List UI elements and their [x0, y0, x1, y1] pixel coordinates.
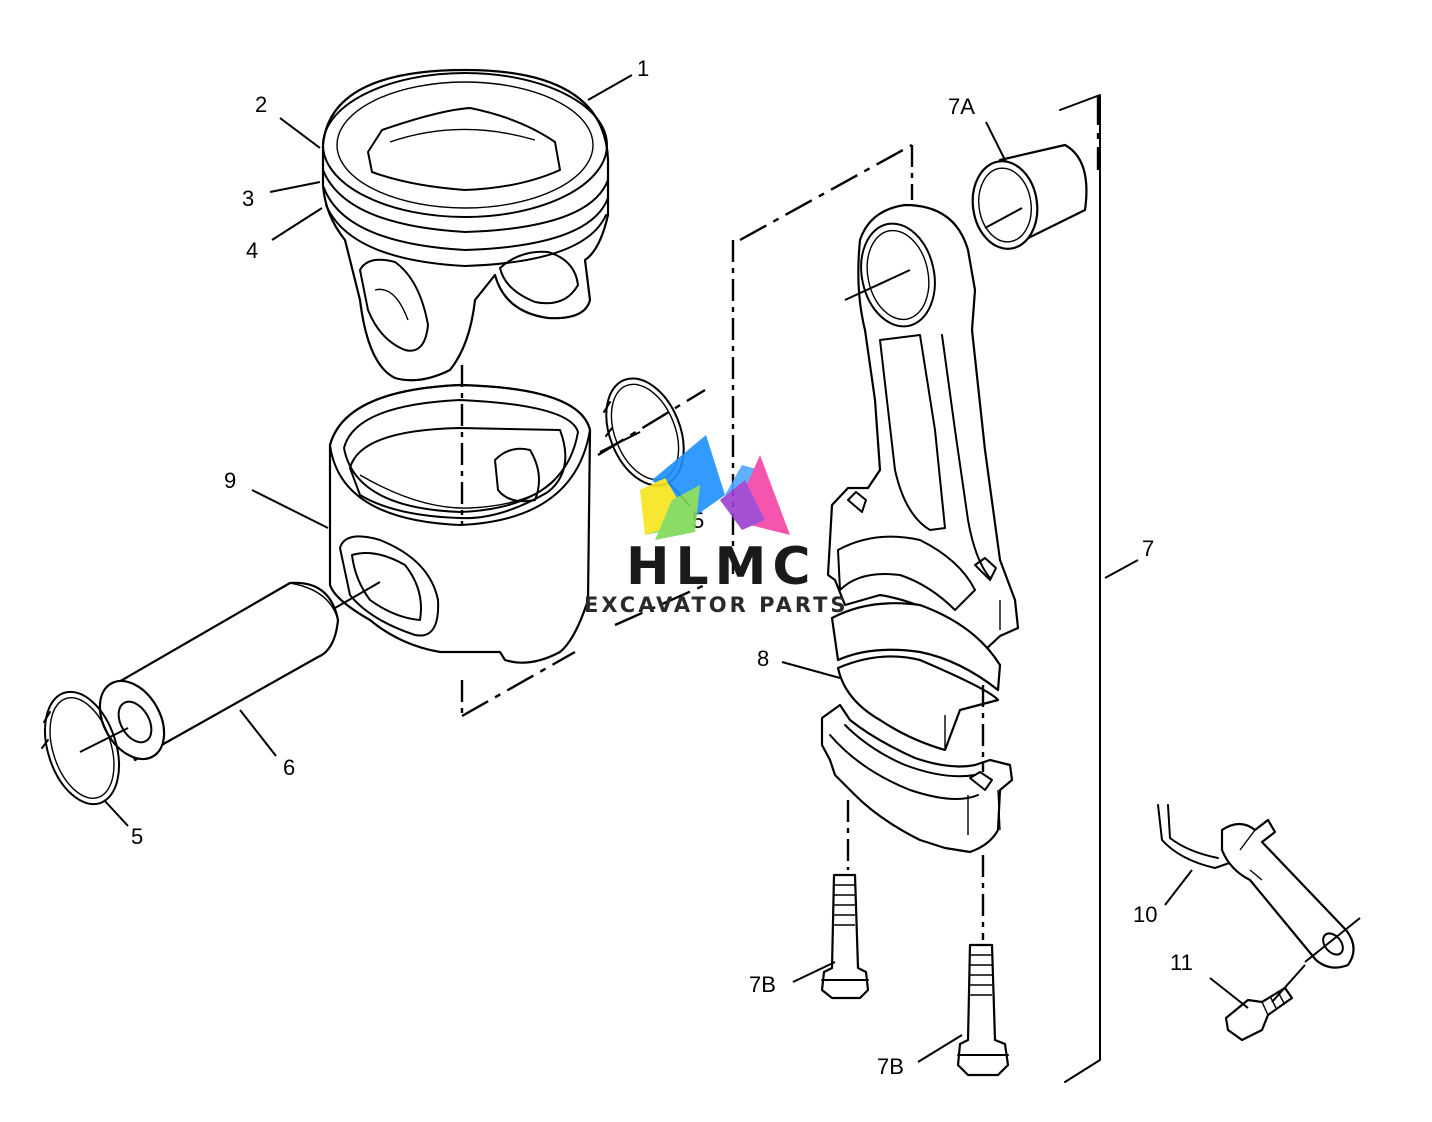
callout-5-left: 5: [131, 824, 143, 849]
logo-mountain-icon: [640, 435, 790, 540]
cooling-nozzle: [1157, 804, 1355, 969]
callout-11: 11: [1170, 950, 1193, 975]
retainer-left: [41, 690, 120, 806]
callout-8: 8: [757, 646, 769, 671]
callout-7b-left: 7B: [749, 972, 776, 997]
callout-7b-right: 7B: [877, 1054, 904, 1079]
callouts: 1 2 3 4 5 5 6 7 7A 7B 7B 8 9 10 11: [131, 56, 1193, 1079]
connecting-rod: [826, 203, 1020, 654]
assembly-lines: [79, 94, 1361, 1083]
piston-skirt: [328, 383, 592, 664]
callout-4: 4: [246, 238, 258, 263]
callout-7: 7: [1142, 536, 1154, 561]
callout-10: 10: [1133, 902, 1157, 927]
callout-6: 6: [283, 755, 295, 780]
piston-crown: [321, 68, 610, 382]
callout-3: 3: [242, 186, 254, 211]
piston-pin: [98, 581, 340, 762]
nozzle-bolt: [1224, 986, 1294, 1042]
hlmc-logo: HLMC EXCAVATOR PARTS: [584, 435, 849, 617]
rod-cap: [820, 703, 1014, 854]
callout-9: 9: [224, 468, 236, 493]
logo-tagline: EXCAVATOR PARTS: [584, 593, 849, 617]
logo-brand: HLMC: [626, 537, 817, 597]
bearing-7a: [971, 143, 1088, 250]
bolt-right: [956, 943, 1010, 1077]
rod-bearing: [830, 602, 1002, 752]
callout-7a: 7A: [948, 94, 975, 119]
bolt-left: [820, 873, 870, 1000]
callout-1: 1: [637, 56, 649, 81]
callout-2: 2: [255, 92, 267, 117]
